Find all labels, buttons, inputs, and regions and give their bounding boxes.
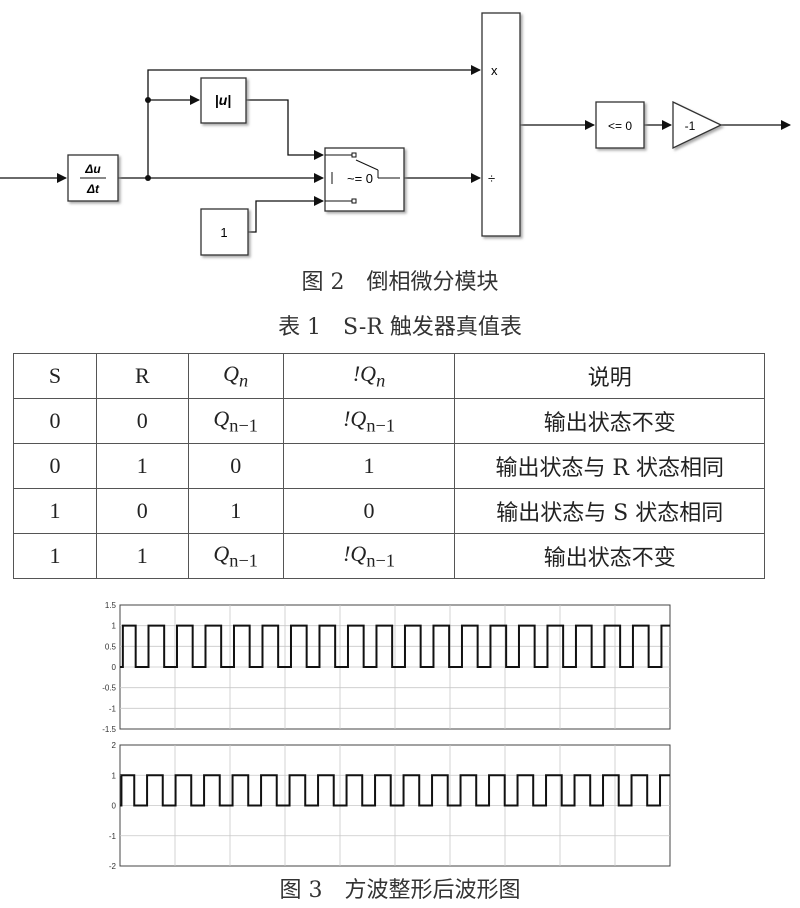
product-input-divide: ÷ (488, 171, 495, 186)
fig2-diagram: Δu Δt |u| 1 ~= 0 x ÷ <= 0 (0, 12, 791, 256)
truth-table: S R Qn !Qn 说明 0 0 Qn−1 !Qn−1 输出状态不变 0 1 … (13, 353, 765, 579)
y-tick-label: -1.5 (102, 725, 116, 734)
square-wave-series (120, 624, 670, 668)
cell-s: 0 (13, 398, 97, 444)
cell-s: 1 (13, 488, 97, 534)
wire-const-to-switch (248, 196, 324, 233)
y-tick-label: -1 (109, 704, 117, 713)
derivative-block[interactable]: Δu Δt (67, 154, 119, 202)
cell-r: 0 (95, 488, 189, 534)
derivative-denominator: Δt (86, 182, 100, 196)
compare-label: <= 0 (608, 119, 632, 133)
junction-dot (145, 175, 151, 181)
y-tick-label: 1 (112, 771, 117, 780)
header-r: R (95, 353, 189, 399)
cell-q: 1 (187, 488, 284, 534)
y-tick-label: -2 (109, 862, 117, 871)
table1-caption: 表 1 S-R 触发器真值表 (278, 315, 522, 340)
wire-abs-to-switch (246, 99, 324, 160)
y-tick-label: 0 (112, 663, 117, 672)
cell-note: 输出状态不变 (454, 398, 765, 444)
switch-label: ~= 0 (347, 171, 373, 186)
y-tick-label: 1.5 (105, 601, 117, 610)
figure3-caption: 图 3 方波整形后波形图 (279, 878, 521, 903)
table-row: 0 0 Qn−1 !Qn−1 输出状态不变 (13, 398, 765, 444)
gain-block[interactable]: -1 (672, 100, 723, 150)
table-row: 1 0 1 0 输出状态与 S 状态相同 (13, 488, 765, 534)
cell-note: 输出状态与 R 状态相同 (454, 443, 765, 489)
y-tick-label: 1 (112, 622, 117, 631)
figure2-caption: 图 2 倒相微分模块 (301, 270, 499, 295)
square-wave-series (120, 774, 670, 807)
table-header-row: S R Qn !Qn 说明 (13, 353, 765, 399)
y-tick-label: 2 (112, 741, 117, 750)
table-row: 0 1 0 1 输出状态与 R 状态相同 (13, 443, 765, 489)
gain-label: -1 (685, 119, 696, 133)
cell-s: 1 (13, 533, 97, 579)
constant-label: 1 (220, 225, 227, 240)
abs-block[interactable]: |u| (200, 77, 247, 124)
fig3-waveforms: 1.5 1 0.5 0 -0.5 -1 -1.5 2 1 0 -1 -2 (102, 601, 671, 871)
cell-note: 输出状态不变 (454, 533, 765, 579)
cell-r: 1 (95, 533, 189, 579)
product-input-x: x (491, 63, 498, 78)
cell-note: 输出状态与 S 状态相同 (454, 488, 765, 534)
header-qn: Qn (187, 353, 284, 399)
header-note: 说明 (454, 353, 765, 399)
y-tick-label: -0.5 (102, 684, 116, 693)
y-tick-label: -1 (109, 832, 117, 841)
cell-not-q: 1 (282, 443, 456, 489)
cell-q: Qn−1 (187, 398, 284, 444)
cell-r: 1 (95, 443, 189, 489)
cell-not-q: 0 (282, 488, 456, 534)
table-row: 1 1 Qn−1 !Qn−1 输出状态不变 (13, 533, 765, 579)
y-tick-label: 0 (112, 802, 117, 811)
derivative-numerator: Δu (84, 162, 101, 176)
cell-s: 0 (13, 443, 97, 489)
cell-not-q: !Qn−1 (282, 398, 456, 444)
wire-to-product-x (147, 65, 481, 178)
switch-block[interactable]: ~= 0 (324, 147, 405, 212)
cell-r: 0 (95, 398, 189, 444)
product-block[interactable]: x ÷ (481, 12, 521, 237)
header-s: S (13, 353, 97, 399)
y-tick-label: 0.5 (105, 642, 117, 651)
header-not-qn: !Qn (282, 353, 456, 399)
constant-block[interactable]: 1 (200, 208, 249, 256)
cell-q: 0 (187, 443, 284, 489)
junction-dot (145, 97, 151, 103)
abs-label: |u| (215, 92, 231, 108)
cell-not-q: !Qn−1 (282, 533, 456, 579)
cell-q: Qn−1 (187, 533, 284, 579)
compare-block[interactable]: <= 0 (595, 101, 645, 149)
